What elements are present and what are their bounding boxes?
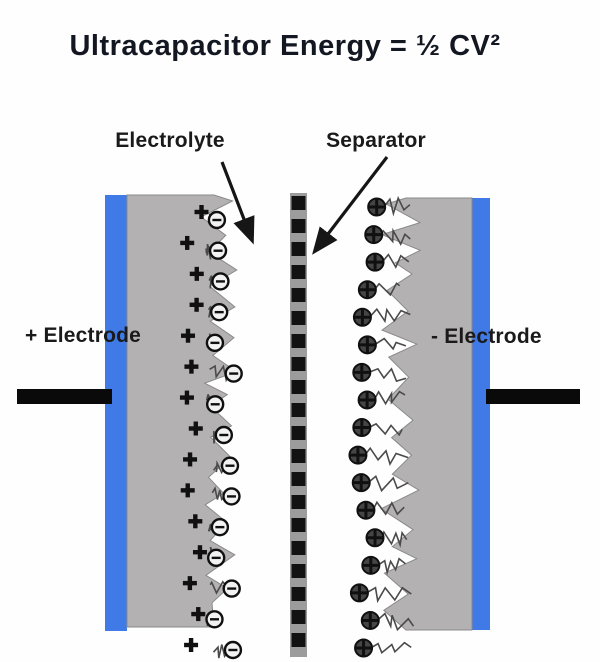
squiggle-line — [367, 474, 409, 493]
annotation-arrows — [220, 156, 389, 255]
separator-square — [291, 495, 306, 509]
right-current-collector — [472, 198, 490, 630]
squiggle-line — [381, 530, 408, 549]
separator-strip — [290, 193, 307, 657]
left-anions — [205, 210, 243, 660]
squiggle-line — [212, 460, 227, 475]
squiggle-line — [368, 307, 411, 324]
separator-label: Separator — [326, 129, 426, 152]
right-cations — [348, 197, 387, 658]
right-electrode-body — [380, 197, 473, 631]
separator-square — [291, 219, 306, 233]
separator-square — [291, 518, 306, 532]
electrolyte-label: Electrolyte — [115, 129, 225, 152]
squiggle-line — [376, 612, 415, 632]
separator-square — [291, 564, 306, 578]
separator-arrow — [312, 156, 389, 255]
separator-square — [291, 311, 306, 325]
terminals — [17, 389, 580, 404]
separator-square — [291, 288, 306, 302]
right-terminal-bar — [486, 389, 580, 404]
separator-square — [291, 357, 306, 371]
page-title: Ultracapacitor Energy = ½ CV² — [69, 30, 501, 62]
squiggle-line — [377, 557, 406, 576]
separator-square — [291, 403, 306, 417]
separator-square — [291, 633, 306, 647]
left-terminal-bar — [17, 389, 112, 404]
separator-square — [291, 380, 306, 394]
squiggle-line — [368, 367, 407, 383]
squiggle-line — [373, 390, 406, 406]
separator-square — [291, 334, 306, 348]
current-collectors — [105, 195, 490, 631]
squiggle-line — [373, 337, 407, 351]
squiggle-line — [364, 446, 409, 466]
separator-square — [291, 472, 306, 486]
separator-square — [291, 587, 306, 601]
squiggle-line — [372, 500, 405, 516]
negative-electrode-label: - Electrode — [431, 325, 542, 348]
separator-square — [291, 426, 306, 440]
separator-square — [291, 242, 306, 256]
squiggle-line — [366, 586, 412, 604]
left-plus-charges — [179, 205, 209, 652]
separator-square — [291, 265, 306, 279]
separator-square — [291, 610, 306, 624]
squiggle-line — [383, 196, 411, 217]
left-current-collector — [105, 195, 127, 631]
squiggle-line — [380, 227, 411, 247]
squiggle-line — [373, 282, 401, 297]
squiggle-line — [211, 486, 226, 501]
squiggle-line — [368, 422, 403, 437]
squiggle-line — [381, 253, 410, 269]
electrolyte-arrow — [220, 161, 255, 245]
positive-electrode-label: + Electrode — [25, 324, 141, 347]
squiggle-line — [205, 243, 213, 260]
separator-square — [291, 449, 306, 463]
separator-square — [291, 541, 306, 555]
separator-square — [291, 196, 306, 210]
squiggle-line — [370, 641, 412, 655]
